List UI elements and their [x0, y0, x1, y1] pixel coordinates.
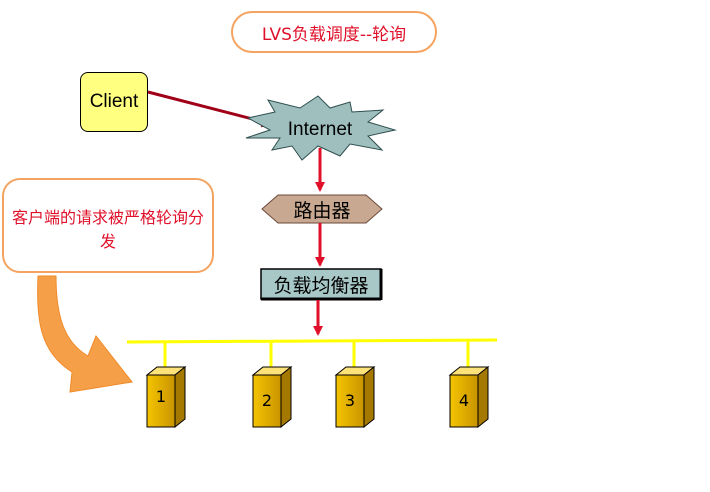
- internet-cloud-shape: [245, 95, 397, 161]
- server-4: [448, 365, 490, 429]
- client-node: Client: [80, 72, 148, 132]
- callout-arrow: [37, 275, 133, 393]
- load-balancer-label: 负载均衡器: [273, 274, 369, 297]
- server-label-4: 4: [458, 390, 470, 410]
- callout-box: 客户端的请求被严格轮询分发: [2, 178, 214, 273]
- server-label-3: 3: [344, 390, 356, 410]
- server-label-1: 1: [155, 386, 167, 406]
- diagram-title: LVS负载调度--轮询: [231, 11, 437, 53]
- server-1: [145, 365, 187, 429]
- internet-label: Internet: [287, 119, 353, 140]
- server-3: [334, 365, 376, 429]
- router-label: 路由器: [293, 199, 351, 222]
- callout-text: 客户端的请求被严格轮询分发: [12, 208, 205, 251]
- router-shape: [261, 194, 383, 224]
- network-bus: [126, 338, 498, 344]
- server-label-2: 2: [261, 390, 273, 410]
- server-2: [251, 365, 293, 429]
